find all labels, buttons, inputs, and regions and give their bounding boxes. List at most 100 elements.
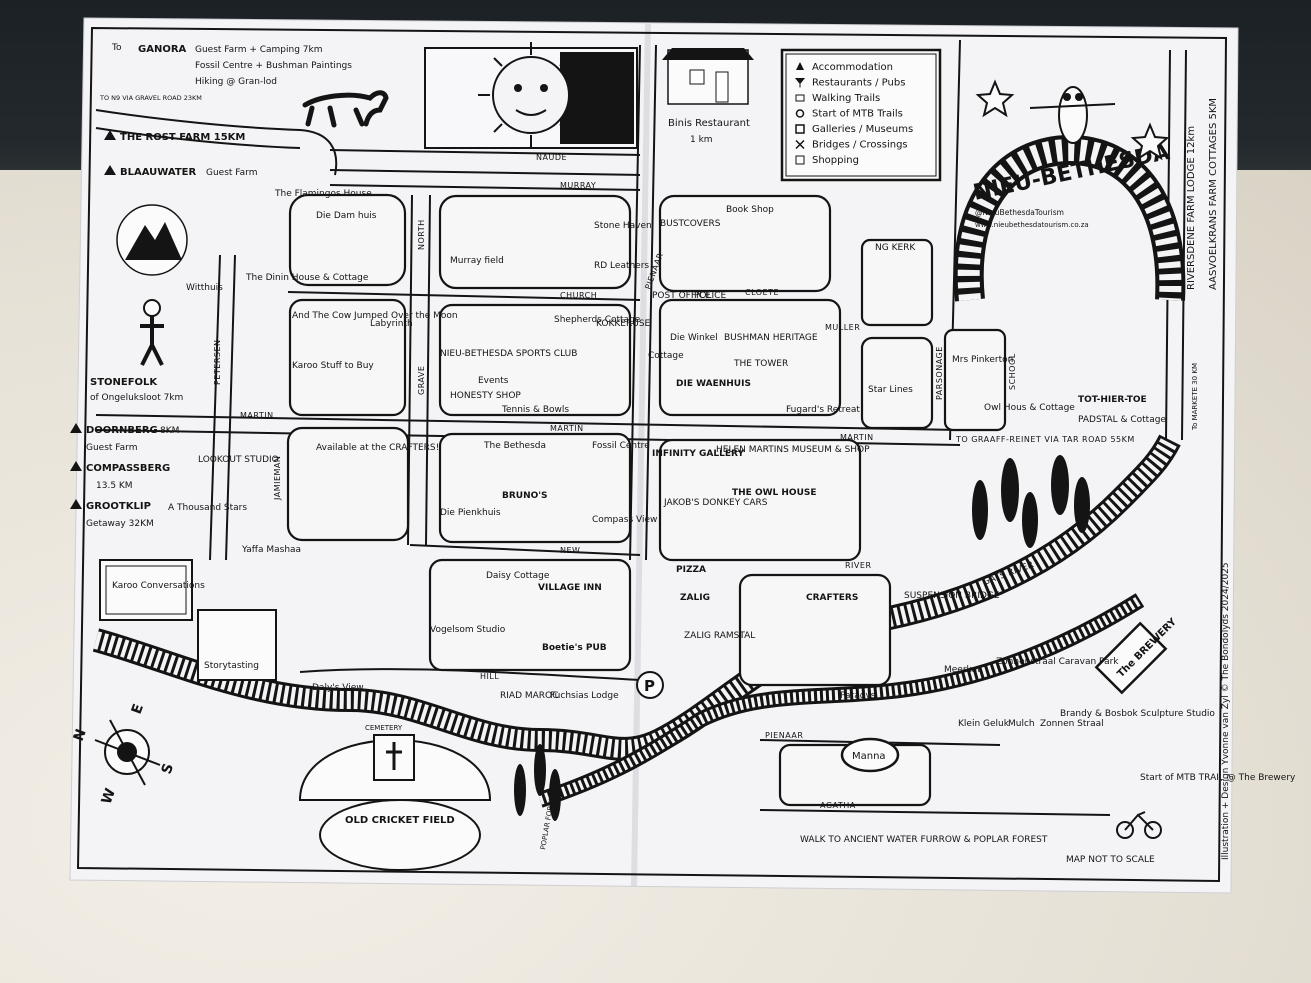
bushman-painting-eland-icon — [302, 90, 389, 128]
available-crafters-label: Available at the CRAFTERS! — [316, 443, 439, 453]
blaauwater-sub: Guest Farm — [206, 168, 257, 178]
road-network — [95, 39, 1187, 816]
social-handle: @NieuBethesdaTourism — [975, 208, 1064, 217]
walk-to-label: WALK TO ANCIENT WATER FURROW & POPLAR FO… — [800, 835, 1048, 845]
parking-label: P — [644, 677, 655, 695]
dinin-house-label: The Dinin House & Cottage — [245, 273, 369, 283]
bicycle-icon — [1116, 811, 1162, 839]
crafters-label: CRAFTERS — [806, 593, 858, 603]
street-petersen: PETERSEN — [213, 340, 222, 386]
die-dam-huis-label: Die Dam huis — [316, 211, 377, 221]
street-jamieman: JAMIEMAN — [273, 456, 282, 501]
karoo-conversations-sign: Karoo Conversations — [99, 559, 205, 621]
kokkerbus-label: KOKKERUSE — [596, 319, 651, 329]
street-murray: MURRAY — [560, 181, 596, 190]
blaauwater-label: BLAAUWATER — [120, 167, 196, 178]
zalig-ramstal-label: ZALIG RAMSTAL — [684, 631, 755, 641]
legend-item-label: Walking Trails — [812, 93, 880, 104]
labyrinth-label: Labyrinth — [370, 319, 413, 329]
post-office-label: POST OFFICE — [652, 291, 711, 301]
not-to-scale-label: MAP NOT TO SCALE — [1066, 855, 1155, 865]
street-martin-2: MARTIN — [840, 433, 874, 442]
jakobs-donkey-label: JAKOB'S DONKEY CARS — [663, 498, 768, 508]
riversdene-label: RIVERSDENE FARM LODGE 12km — [1186, 126, 1197, 290]
stone-haven-label: Stone Haven — [594, 221, 652, 231]
parking-sign: P — [636, 671, 664, 699]
map-border — [76, 26, 1228, 883]
manna-sign: Manna — [840, 737, 900, 773]
street-agatha: AGATHA — [820, 801, 856, 810]
infinity-gallery-label: INFINITY GALLERY — [652, 449, 744, 459]
credit-label: Illustration + Design Yvonne van Zyl © T… — [1221, 562, 1231, 860]
street-pienaar: PIENAAR — [765, 731, 803, 740]
fugards-retreat-label: Fugard's Retreat — [786, 405, 860, 415]
footprint-icon — [795, 94, 805, 102]
boeties-pub-label: Boetie's PUB — [542, 643, 607, 653]
honesty-shop-label: HONESTY SHOP — [450, 391, 521, 401]
the-rost-label: THE ROST FARM 15KM — [120, 132, 245, 143]
ng-kerk-label: NG KERK — [875, 243, 916, 253]
yaffa-mashaa-label: Yaffa Mashaa — [241, 545, 301, 555]
lookout-studio-label: LOOKOUT STUDIO — [198, 455, 279, 465]
pizza-label: PIZZA — [676, 565, 706, 575]
vogelsom-studio-label: Vogelsom Studio — [430, 625, 506, 635]
doornberg-sub: Guest Farm — [86, 443, 137, 453]
city-blocks — [286, 193, 1007, 807]
flamingos-house-label: The Flamingos House — [274, 189, 372, 199]
witthuis-label: Witthuis — [186, 283, 223, 293]
karoo-conversations-label: Karoo Conversations — [112, 581, 205, 591]
glass-icon — [794, 78, 806, 88]
to-markte-label: To MARKETE 30 KM — [1191, 363, 1199, 431]
street-north: NORTH — [417, 219, 426, 250]
legend-item-label: Shopping — [812, 155, 859, 166]
pin-icon — [795, 109, 805, 118]
website-url: www.nieubethesdatourism.co.za — [975, 221, 1089, 229]
zonnenstraal-park-label: Zonnenstraal Caravan Park — [996, 657, 1119, 667]
events-label: Events — [478, 376, 509, 386]
compassberg-label: COMPASSBERG — [86, 463, 170, 474]
suspension-bridge-label: SUSPENSION BRIDGE — [904, 591, 1000, 601]
street-naude: NAUDE — [536, 153, 567, 162]
cemetery-area: CEMETERY OLD CRICKET FIELD — [298, 724, 492, 871]
mulch-label: Mulch — [1008, 719, 1035, 729]
sun-face-artwork — [424, 42, 638, 149]
mrs-pinkerton-label: Mrs Pinkerton — [952, 355, 1013, 365]
frame-icon — [795, 124, 805, 134]
to-graaff-reinet-label: TO GRAAFF-REINET VIA TAR ROAD 55KM — [955, 435, 1135, 444]
manna-label: Manna — [852, 751, 886, 762]
place-labels: The Flamingos House Die Dam huis The Din… — [168, 189, 1296, 865]
legend-item-label: Accommodation — [812, 62, 893, 73]
cottage-label: Cottage — [648, 351, 684, 361]
padstal-label: PADSTAL & Cottage — [1078, 415, 1166, 425]
compass-rose: N E S W — [71, 702, 177, 806]
street-muller: MULLER — [825, 323, 860, 332]
street-parsonage: PARSONAGE — [935, 346, 944, 400]
tennis-label: Tennis & Bowls — [501, 405, 569, 415]
map-legend — [780, 48, 942, 182]
bridge-icon — [795, 139, 805, 150]
ganora-label: GANORA — [138, 44, 187, 55]
street-hill: HILL — [480, 672, 499, 681]
karoo-stuff-label: Karoo Stuff to Buy — [292, 361, 374, 371]
dalys-view-label: Daly's View — [312, 683, 364, 693]
meerkat-label: Meerkat — [944, 665, 981, 675]
die-pienkhuis-label: Die Pienkhuis — [440, 508, 501, 518]
the-tower-label: THE TOWER — [733, 359, 788, 369]
to-label: To — [111, 43, 122, 53]
the-bethesda-label: The Bethesda — [483, 441, 546, 451]
compass-n: N — [71, 727, 90, 743]
left-farm-panel: STONEFOLK of Ongeluksloot 7km DOORNBERG … — [70, 204, 188, 529]
directions-panel: To GANORA Guest Farm + Camping 7km Fossi… — [99, 43, 352, 178]
die-waenhuis-label: DIE WAENHUIS — [676, 379, 751, 389]
street-martin-1: MARTIN — [550, 424, 584, 433]
binis-restaurant: Binis Restaurant 1 km — [662, 48, 754, 145]
storytasting-sign: Storytasting — [197, 609, 277, 681]
village-inn-label: VILLAGE INN — [538, 583, 602, 593]
thousand-stars-label: A Thousand Stars — [168, 503, 247, 513]
shepherds-cottage-label: Shepherds Cottage — [554, 315, 641, 325]
paradys-label: Paradys — [840, 691, 876, 701]
binis-restaurant-label: Binis Restaurant — [668, 118, 750, 129]
sports-club-label: NIEU-BETHESDA SPORTS CLUB — [440, 349, 577, 359]
owl-house-cottage-label: Owl Hous & Cottage — [984, 403, 1075, 413]
